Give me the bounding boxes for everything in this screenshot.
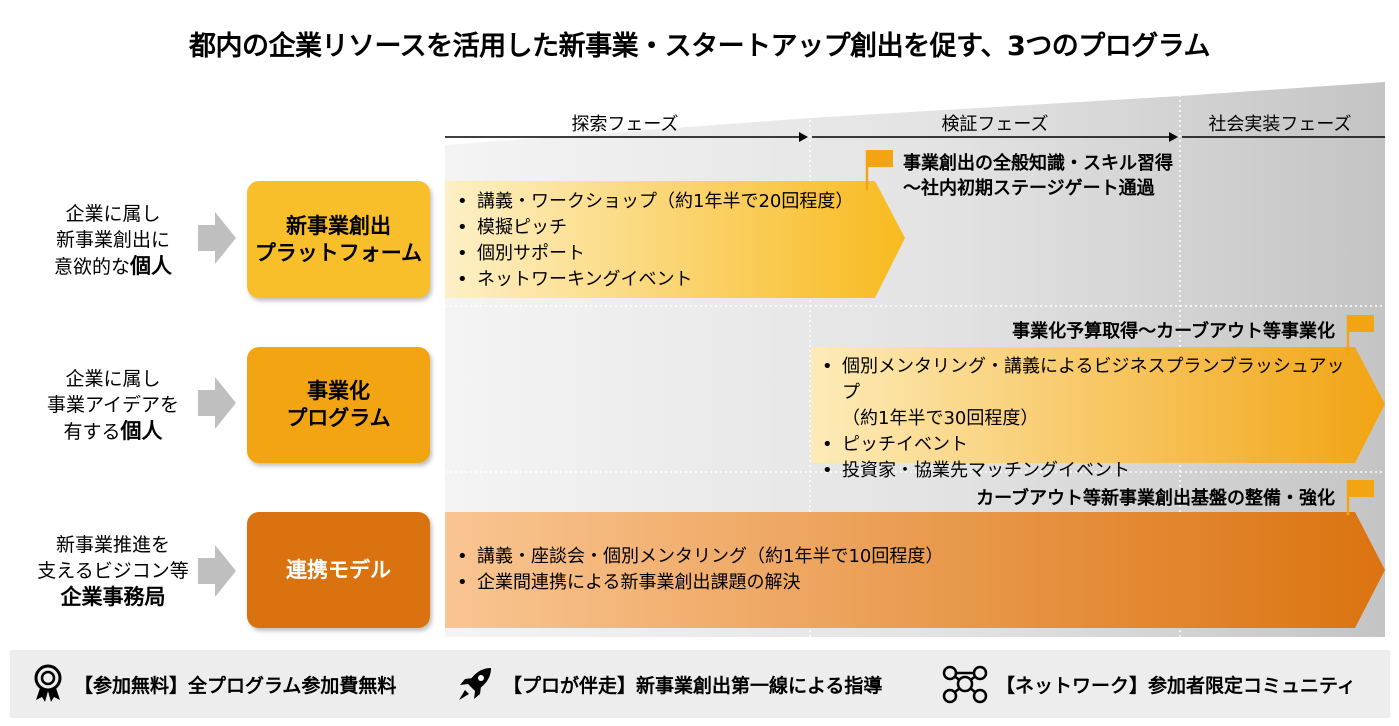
footer-label-free: 【参加無料】全プログラム参加費無料	[74, 674, 397, 697]
target-2-line-3: 有する個人	[18, 418, 208, 445]
renkei-bullets: 講義・座談会・個別メンタリング（約1年半で10回程度） 企業間連携による新事業創…	[455, 544, 1155, 596]
flag-icon	[1346, 480, 1374, 515]
phase-arrow-1	[445, 132, 808, 142]
list-item: 講義・座談会・個別メンタリング（約1年半で10回程度）	[455, 544, 1155, 570]
milestone-3: カーブアウト等新事業創出基盤の整備・強化	[900, 486, 1335, 511]
milestone-2: 事業化予算取得～カーブアウト等事業化	[940, 319, 1335, 344]
flag-icon	[865, 150, 893, 190]
list-item: 個別メンタリング・講義によるビジネスプランブラッシュアップ	[820, 354, 1360, 406]
program-platform-line-2: プラットフォーム	[254, 240, 423, 265]
target-1-emphasis: 個人	[130, 254, 172, 278]
milestone-1-line-2: ～社内初期ステージゲート通過	[903, 178, 1155, 199]
target-3-emphasis: 企業事務局	[60, 585, 166, 609]
program-platform-line-1: 新事業創出	[286, 213, 391, 238]
target-arrow-3	[198, 545, 236, 597]
list-item: 個別サポート	[455, 241, 875, 267]
target-arrow-1	[198, 212, 236, 264]
program-renkei-line-1: 連携モデル	[286, 557, 391, 582]
phase-arrow-2	[812, 132, 1178, 142]
milestone-1-line-1: 事業創出の全般知識・スキル習得	[903, 153, 1173, 174]
target-1: 企業に属し 新事業創出に 意欲的な個人	[18, 201, 208, 280]
phase-label-implement: 社会実装フェーズ	[1208, 114, 1352, 135]
target-arrow-2	[198, 377, 236, 429]
target-1-prefix: 意欲的な	[53, 256, 130, 278]
list-item: 講義・ワークショップ（約1年半で20回程度）	[455, 189, 875, 215]
target-2-line-1: 企業に属し	[65, 368, 161, 390]
target-3-line-2: 支えるビジコン等	[37, 560, 189, 582]
footer-item-network: 【ネットワーク】参加者限定コミュニティ	[940, 662, 1356, 706]
jigyoka-bullets: 個別メンタリング・講義によるビジネスプランブラッシュアップ （約1年半で30回程…	[820, 354, 1360, 484]
program-jigyoka: 事業化 プログラム	[247, 347, 430, 463]
milestone-2-line-1: 事業化予算取得～カーブアウト等事業化	[1012, 321, 1335, 342]
phase-label-explore: 探索フェーズ	[571, 114, 679, 135]
list-item-continuation-text: （約1年半で30回程度）	[842, 408, 1039, 429]
program-jigyoka-line-1: 事業化	[307, 379, 370, 403]
footer-label-pro: 【プロが伴走】新事業創出第一線による指導	[503, 674, 883, 697]
target-1-line-2: 新事業創出に	[55, 229, 170, 251]
list-item: ピッチイベント	[820, 432, 1360, 458]
milestone-1: 事業創出の全般知識・スキル習得 ～社内初期ステージゲート通過	[903, 151, 1223, 201]
network-icon	[942, 665, 988, 704]
rocket-icon	[459, 668, 491, 700]
footer-item-pro: 【プロが伴走】新事業創出第一線による指導	[455, 662, 882, 706]
target-1-line-1: 企業に属し	[65, 203, 161, 225]
footer-label-network: 【ネットワーク】参加者限定コミュニティ	[996, 674, 1356, 697]
program-platform: 新事業創出 プラットフォーム	[247, 181, 430, 298]
target-2-prefix: 有する	[63, 421, 121, 443]
award-icon	[34, 664, 62, 702]
footer-band	[10, 650, 1390, 718]
milestone-3-line-1: カーブアウト等新事業創出基盤の整備・強化	[976, 488, 1335, 509]
flag-icon	[1346, 315, 1374, 355]
list-item: ネットワーキングイベント	[455, 267, 875, 293]
target-3: 新事業推進を 支えるビジコン等 企業事務局	[18, 532, 208, 611]
page-title: 都内の企業リソースを活用した新事業・スタートアップ創出を促す、3つのプログラム	[189, 31, 1210, 62]
program-renkei: 連携モデル	[247, 512, 430, 628]
target-1-line-3: 意欲的な個人	[18, 253, 208, 280]
target-2-emphasis: 個人	[120, 419, 163, 443]
program-jigyoka-line-2: プログラム	[286, 406, 391, 430]
list-item: 企業間連携による新事業創出課題の解決	[455, 570, 1155, 596]
target-2: 企業に属し 事業アイデアを 有する個人	[18, 366, 208, 445]
target-2-line-2: 事業アイデアを	[46, 394, 180, 416]
list-item: 投資家・協業先マッチングイベント	[820, 458, 1360, 484]
phase-label-verify: 検証フェーズ	[941, 114, 1049, 135]
target-3-line-3: 企業事務局	[18, 584, 208, 611]
target-3-line-1: 新事業推進を	[55, 534, 170, 556]
footer-item-free: 【参加無料】全プログラム参加費無料	[30, 662, 396, 706]
list-item: 模擬ピッチ	[455, 215, 875, 241]
platform-bullets: 講義・ワークショップ（約1年半で20回程度） 模擬ピッチ 個別サポート ネットワ…	[455, 189, 875, 293]
list-item-continuation: （約1年半で30回程度）	[820, 406, 1360, 432]
